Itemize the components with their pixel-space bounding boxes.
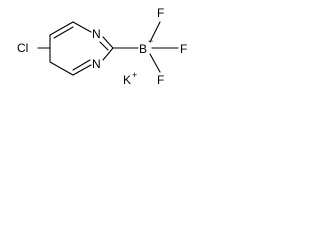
ring-bond-c2-n2 — [102, 47, 114, 61]
fluorine-bottom-atom-label: F — [157, 73, 164, 87]
boron-atom-label: B — [139, 42, 147, 56]
boron-charge-label: − — [148, 36, 153, 46]
chemical-structure-diagram: Cl N N B − F F F K + — [17, 6, 187, 87]
ring-bond-c4-c5 — [49, 21, 74, 36]
bond-b-f-bottom — [149, 53, 161, 73]
potassium-atom-label: K — [123, 73, 131, 87]
chlorine-atom-label: Cl — [17, 41, 28, 55]
ring-bond-c5-n — [72, 21, 92, 33]
bond-b-f-top — [149, 21, 161, 43]
nitrogen-bottom-atom-label: N — [92, 57, 101, 71]
potassium-charge-label: + — [132, 70, 137, 80]
ring-bond-n-c2 — [102, 36, 114, 49]
ring-bond-c4-c5-inner — [53, 26, 74, 39]
ring-bond-n2-c — [72, 64, 92, 76]
nitrogen-top-atom-label: N — [92, 27, 101, 41]
pyrimidine-ring — [49, 21, 114, 76]
fluorine-top-atom-label: F — [157, 6, 164, 20]
ring-bond-n2-c-inner — [72, 59, 91, 71]
ring-bond-c6-c5 — [49, 61, 74, 76]
ring-bond-n-c2-inner — [99, 41, 109, 51]
fluorine-right-atom-label: F — [180, 42, 187, 56]
